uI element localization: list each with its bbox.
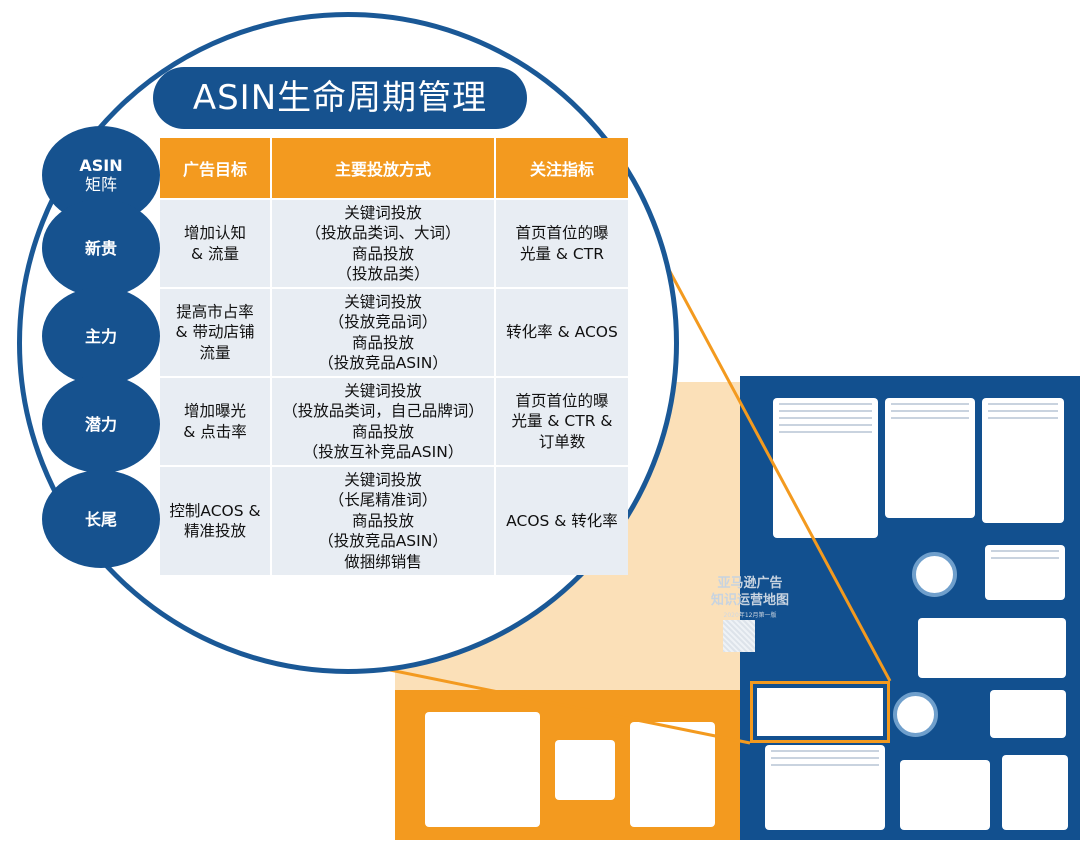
cell-text: ACOS & 转化率 bbox=[506, 511, 618, 530]
poster-card bbox=[1002, 755, 1068, 830]
cell-text: 提高市占率 & 带动店铺 流量 bbox=[175, 302, 255, 362]
poster-card bbox=[990, 690, 1066, 738]
side-label-longtail: 长尾 bbox=[42, 470, 160, 568]
table-cell: 首页首位的曝 光量 & CTR & 订单数 bbox=[496, 378, 628, 465]
table-cell: 增加认知 & 流量 bbox=[160, 200, 270, 287]
cell-text: 增加曝光 & 点击率 bbox=[183, 402, 247, 441]
column-header: 主要投放方式 bbox=[272, 138, 494, 198]
cell-text: 关键词投放 （投放竞品词） 商品投放 （投放竞品ASIN） bbox=[318, 292, 448, 373]
table-row: 增加曝光 & 点击率 关键词投放 （投放品类词，自己品牌词） 商品投放 （投放互… bbox=[160, 378, 628, 465]
side-label-text: 矩阵 bbox=[84, 175, 117, 194]
poster-card bbox=[982, 398, 1064, 523]
cell-text: 关键词投放 （投放品类词，自己品牌词） 商品投放 （投放互补竞品ASIN） bbox=[282, 381, 484, 462]
cell-text: 控制ACOS & 精准投放 bbox=[169, 501, 261, 541]
qr-code bbox=[723, 620, 755, 652]
table-cell: 首页首位的曝 光量 & CTR bbox=[496, 200, 628, 287]
side-label-new: 新贵 bbox=[42, 199, 160, 297]
poster-card bbox=[918, 618, 1066, 678]
side-label-text: 长尾 bbox=[84, 509, 117, 529]
poster-card bbox=[900, 760, 990, 830]
table-cell: 关键词投放 （投放竞品词） 商品投放 （投放竞品ASIN） bbox=[272, 289, 494, 376]
side-label-potential: 潜力 bbox=[42, 375, 160, 473]
table-row: 增加认知 & 流量 关键词投放 （投放品类词、大词） 商品投放 （投放品类） 首… bbox=[160, 200, 628, 287]
table-cell: 转化率 & ACOS bbox=[496, 289, 628, 376]
page-title: ASIN生命周期管理 bbox=[153, 67, 527, 129]
table-row: 控制ACOS & 精准投放 关键词投放 （长尾精准词） 商品投放 （投放竞品AS… bbox=[160, 467, 628, 575]
poster-card bbox=[630, 722, 715, 827]
cell-text: 关键词投放 （投放品类词、大词） 商品投放 （投放品类） bbox=[305, 203, 461, 284]
table-cell: 关键词投放 （长尾精准词） 商品投放 （投放竞品ASIN） 做捆绑销售 bbox=[272, 467, 494, 575]
zoom-highlight-box bbox=[750, 681, 890, 743]
poster-card bbox=[425, 712, 540, 827]
asin-lifecycle-table: 广告目标 主要投放方式 关注指标 增加认知 & 流量 关键词投放 （投放品类词、… bbox=[158, 136, 630, 577]
side-label-text: 主力 bbox=[84, 326, 117, 346]
column-header: 关注指标 bbox=[496, 138, 628, 198]
cell-text: 关键词投放 （长尾精准词） 商品投放 （投放竞品ASIN） 做捆绑销售 bbox=[318, 470, 448, 571]
table-cell: 关键词投放 （投放品类词、大词） 商品投放 （投放品类） bbox=[272, 200, 494, 287]
poster-card bbox=[985, 545, 1065, 600]
table-row: 提高市占率 & 带动店铺 流量 关键词投放 （投放竞品词） 商品投放 （投放竞品… bbox=[160, 289, 628, 376]
cell-text: 首页首位的曝 光量 & CTR & 订单数 bbox=[511, 391, 613, 451]
table-header-row: 广告目标 主要投放方式 关注指标 bbox=[160, 138, 628, 198]
poster-card bbox=[885, 398, 975, 518]
cell-text: 首页首位的曝 光量 & CTR bbox=[515, 224, 609, 263]
poster-title-line: 知识运营地图 bbox=[710, 593, 789, 608]
poster-card bbox=[765, 745, 885, 830]
side-label-text: 新贵 bbox=[84, 238, 117, 258]
cell-text: 转化率 & ACOS bbox=[506, 323, 618, 342]
cell-text: 增加认知 & 流量 bbox=[183, 224, 246, 263]
poster-hub bbox=[912, 552, 957, 597]
table-cell: 控制ACOS & 精准投放 bbox=[160, 467, 270, 575]
poster-hub bbox=[893, 692, 938, 737]
poster-card bbox=[773, 398, 878, 538]
side-label-text: 潜力 bbox=[84, 414, 117, 434]
table-cell: 关键词投放 （投放品类词，自己品牌词） 商品投放 （投放互补竞品ASIN） bbox=[272, 378, 494, 465]
poster-card bbox=[555, 740, 615, 800]
poster-title-line: 亚马逊广告 bbox=[717, 576, 783, 591]
poster-subtitle: 2020年12月第一版 bbox=[723, 612, 777, 619]
table-cell: 提高市占率 & 带动店铺 流量 bbox=[160, 289, 270, 376]
side-label-main: 主力 bbox=[42, 287, 160, 385]
poster-title: 亚马逊广告知识运营地图 bbox=[690, 575, 810, 609]
column-header: 广告目标 bbox=[160, 138, 270, 198]
side-label-text: ASIN bbox=[79, 156, 123, 175]
table-cell: ACOS & 转化率 bbox=[496, 467, 628, 575]
table-cell: 增加曝光 & 点击率 bbox=[160, 378, 270, 465]
